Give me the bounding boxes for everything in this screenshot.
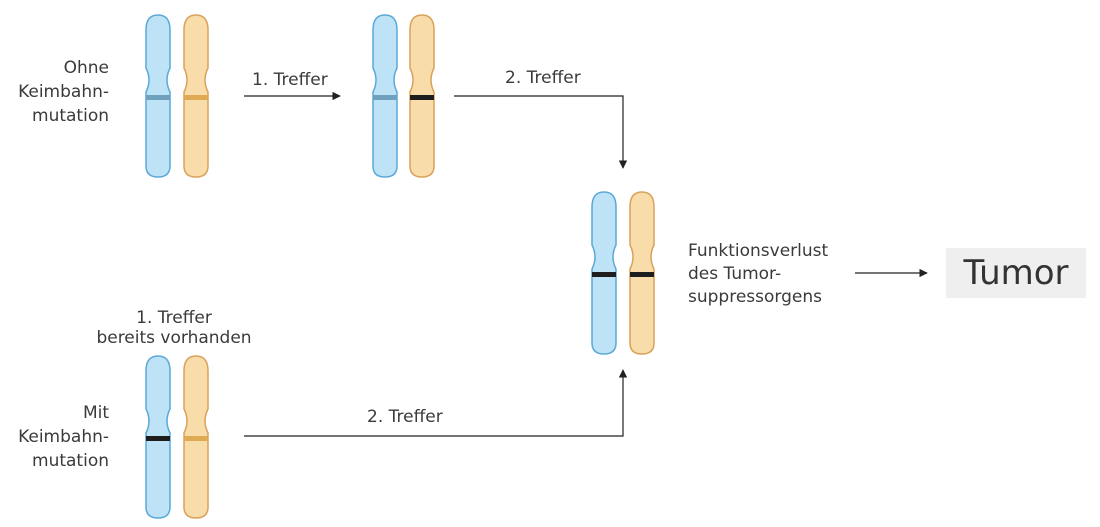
arrow-second-hit-top <box>454 95 628 169</box>
band-normal <box>184 95 208 100</box>
label-loss-of-function: Funktionsverlust des Tumor- suppressorge… <box>688 240 828 309</box>
label-line: Keimbahn- <box>18 82 109 102</box>
label-second-hit-top: 2. Treffer <box>505 68 581 88</box>
label-first-hit: 1. Treffer <box>252 70 328 90</box>
band-mutated <box>410 95 434 100</box>
band-normal <box>146 95 170 100</box>
label-line: mutation <box>32 451 109 471</box>
band-normal <box>184 436 208 441</box>
chromosome-pair-initial <box>145 14 209 178</box>
label-first-hit-present: 1. Treffer bereits vorhanden <box>94 308 254 348</box>
label-line: Funktionsverlust <box>688 241 829 261</box>
band-normal <box>373 95 397 100</box>
label-line: Ohne <box>63 58 109 78</box>
label-line: mutation <box>32 106 109 126</box>
arrow-second-hit-bottom <box>244 369 628 437</box>
band-mutated <box>630 272 654 277</box>
label-line: bereits vorhanden <box>96 328 252 348</box>
chromosome-pair-first-hit <box>372 14 435 178</box>
label-line: suppressorgens <box>688 287 822 307</box>
label-line: 1. Treffer <box>136 308 212 328</box>
tumor-box: Tumor <box>946 248 1086 298</box>
label-with-germline: Mit Keimbahn- mutation <box>18 401 109 473</box>
tumor-label: Tumor <box>963 253 1069 293</box>
label-line: Keimbahn- <box>18 427 109 447</box>
chromosome-pair-loss <box>591 191 655 355</box>
label-second-hit-bottom: 2. Treffer <box>367 407 443 427</box>
chromosome-pair-germline <box>145 355 209 519</box>
label-line: Mit <box>82 403 109 423</box>
label-without-germline: Ohne Keimbahn- mutation <box>18 56 109 128</box>
band-mutated <box>592 272 616 277</box>
label-line: des Tumor- <box>688 264 782 284</box>
band-mutated <box>146 436 170 441</box>
